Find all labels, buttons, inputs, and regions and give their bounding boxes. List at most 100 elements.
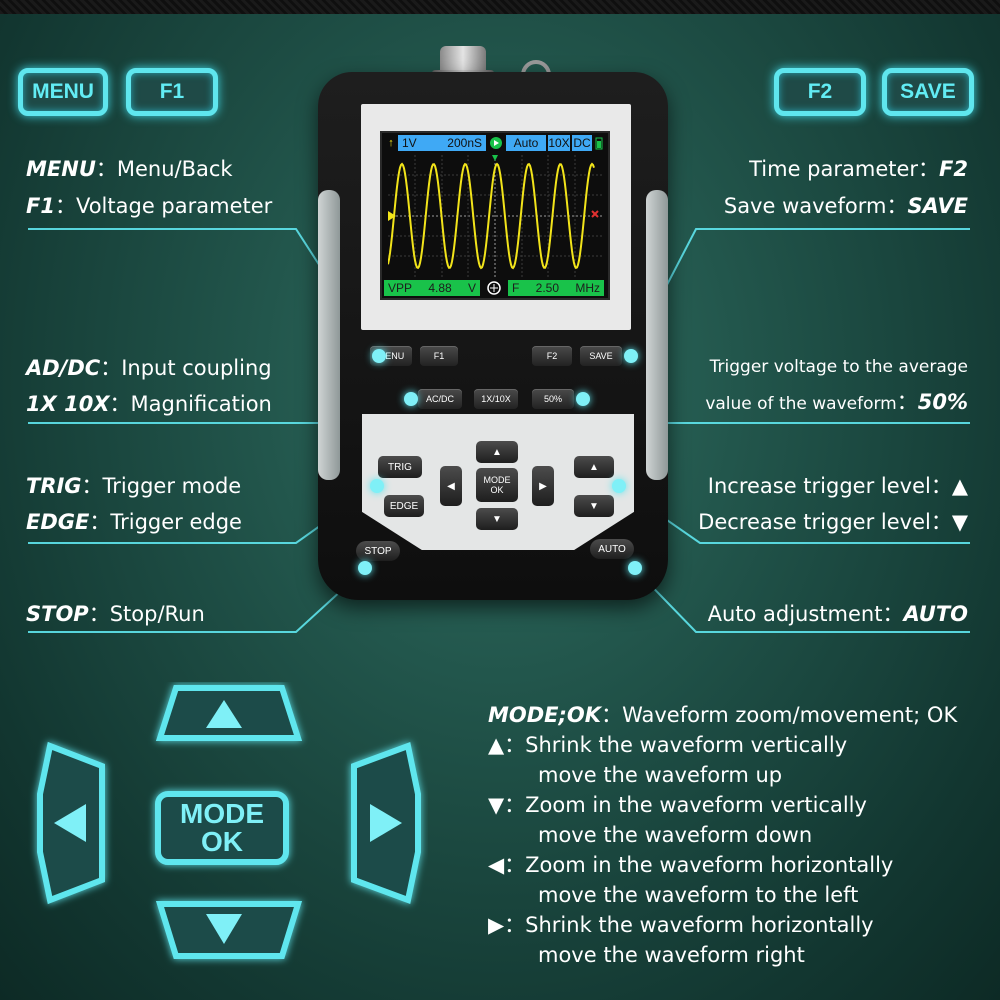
device-trig-key[interactable]: TRIG [378, 456, 422, 478]
annotation-stop: STOP：Stop/Run [26, 602, 205, 626]
device-acdc-key-label: AC/DC [425, 394, 454, 404]
menu-button[interactable]: MENU [18, 68, 108, 116]
vpp-unit: V [467, 281, 476, 295]
arrow-down-icon: ▼ [492, 513, 502, 525]
device-right-key[interactable]: ▶ [532, 466, 554, 506]
freq-value: 2.50 [535, 281, 560, 295]
annotation-trigger-voltage-line1: Trigger voltage to the average [709, 357, 968, 377]
annotation-trigger-voltage-line2: value of the waveform：50% [705, 390, 968, 414]
screen-coupling-label: DC [572, 135, 592, 151]
annotation-increase-trigger: Increase trigger level：▲ [707, 474, 968, 498]
callout-line-save [629, 228, 970, 357]
device-stop-key[interactable]: STOP [356, 541, 400, 561]
annotation-acdc: AD/DC：Input coupling [26, 356, 272, 380]
device-save-key-label: SAVE [589, 351, 613, 361]
mode-left-desc: ◀：Zoom in the waveform horizontally [488, 853, 894, 877]
oscilloscope-screen: ↑ 1V 200nS Auto 10X DC VPP 4.88 V [380, 131, 610, 300]
dpad-mode-ok-label: MODE OK [158, 800, 286, 856]
device-left-key[interactable]: ◀ [440, 466, 462, 506]
waveform-plot [388, 155, 602, 277]
annotation-decrease-trigger: Decrease trigger level：▼ [698, 510, 968, 534]
mode-down-desc-2: move the waveform down [538, 823, 813, 847]
device-trigger-up-key[interactable]: ▲ [574, 456, 614, 478]
mode-left-desc-2: move the waveform to the left [538, 883, 859, 907]
mode-up-desc: ▲：Shrink the waveform vertically [488, 733, 848, 757]
callout-dot-trigger-level [612, 479, 626, 493]
screen-voltage-time: 1V 200nS [398, 135, 486, 151]
top-band [0, 0, 1000, 14]
vpp-value: 4.88 [428, 281, 452, 295]
annotation-edge: EDGE：Trigger edge [26, 510, 242, 534]
device-acdc-key[interactable]: AC/DC [418, 389, 462, 409]
triangle-up-icon: ▲ [951, 474, 968, 498]
freq-label: F [512, 281, 520, 295]
device-trigger-down-key[interactable]: ▼ [574, 495, 614, 517]
device-edge-key[interactable]: EDGE [384, 495, 424, 517]
annotation-menu: MENU：Menu/Back [26, 157, 233, 181]
device-trig-key-label: TRIG [388, 461, 412, 473]
screen-time-label: 200nS [447, 136, 482, 150]
dpad-up-icon [206, 700, 242, 728]
desc-up-icon: ▲ [488, 733, 505, 757]
f2-button[interactable]: F2 [774, 68, 866, 116]
freq-unit: MHz [575, 281, 600, 295]
annotation-save: Save waveform：SAVE [723, 194, 968, 218]
menu-button-label: MENU [32, 80, 94, 103]
f1-button[interactable]: F1 [126, 68, 218, 116]
screen-volt-label: 1V [402, 136, 417, 150]
annotation-f1: F1：Voltage parameter [26, 194, 273, 218]
desc-left-icon: ◀ [488, 853, 505, 877]
callout-dot-trig [370, 479, 384, 493]
device-up-key[interactable]: ▲ [476, 441, 518, 463]
callout-dot-menu [372, 349, 386, 363]
mode-ok-title: MODE;OK：Waveform zoom/movement; OK [488, 703, 958, 727]
save-button[interactable]: SAVE [882, 68, 974, 116]
channel-marker-icon [388, 211, 396, 221]
screen-status-bar: ↑ 1V 200nS Auto 10X DC [382, 135, 608, 151]
device-f1-key[interactable]: F1 [420, 346, 458, 366]
callout-dot-stop [358, 561, 372, 575]
arrow-up-icon: ▲ [492, 446, 502, 458]
device-ok-label: OK [490, 485, 504, 495]
arrow-left-icon: ◀ [447, 480, 455, 492]
device-50-key[interactable]: 50% [532, 389, 574, 409]
dpad-mode-text: MODE [180, 798, 264, 829]
mode-down-desc: ▼：Zoom in the waveform vertically [488, 793, 867, 817]
trigger-up-icon: ▲ [589, 461, 599, 473]
trigger-position-icon [492, 155, 498, 161]
callout-dot-auto [628, 561, 642, 575]
left-grip [318, 190, 340, 480]
desc-right-icon: ▶ [488, 913, 505, 937]
f1-button-label: F1 [159, 80, 185, 103]
waveform-trace [388, 162, 595, 270]
device-mode-label: MODE [483, 475, 511, 485]
annotation-auto: Auto adjustment：AUTO [707, 602, 968, 626]
device-magnification-key-label: 1X/10X [481, 394, 511, 404]
right-grip [646, 190, 668, 480]
dpad-down-icon [206, 914, 242, 944]
device-stop-key-label: STOP [364, 545, 392, 557]
crosshair-icon [486, 280, 502, 296]
mode-right-desc: ▶：Shrink the waveform horizontally [488, 913, 874, 937]
vpp-label: VPP [388, 281, 413, 295]
screen-mode-label: Auto [506, 135, 546, 151]
mode-right-desc-2: move the waveform right [538, 943, 805, 967]
device-auto-key[interactable]: AUTO [590, 539, 634, 559]
device-save-key[interactable]: SAVE [580, 346, 622, 366]
device-f2-key-label: F2 [546, 351, 558, 361]
f2-button-label: F2 [807, 80, 833, 103]
device-auto-key-label: AUTO [598, 543, 626, 555]
device-magnification-key[interactable]: 1X/10X [474, 389, 518, 409]
screen-measure-bar: VPP 4.88 V F 2.50 MHz [382, 280, 608, 296]
trigger-level-icon [591, 210, 599, 218]
dpad-mode-ok-button [155, 791, 289, 865]
callout-dot-acdc [404, 392, 418, 406]
arrow-right-icon: ▶ [539, 480, 547, 492]
run-icon [488, 135, 504, 151]
frequency-readout: F 2.50 MHz [508, 280, 604, 296]
vpp-readout: VPP 4.88 V [384, 280, 480, 296]
annotation-magnification: 1X 10X：Magnification [26, 392, 272, 416]
device-down-key[interactable]: ▼ [476, 508, 518, 530]
device-f2-key[interactable]: F2 [532, 346, 572, 366]
